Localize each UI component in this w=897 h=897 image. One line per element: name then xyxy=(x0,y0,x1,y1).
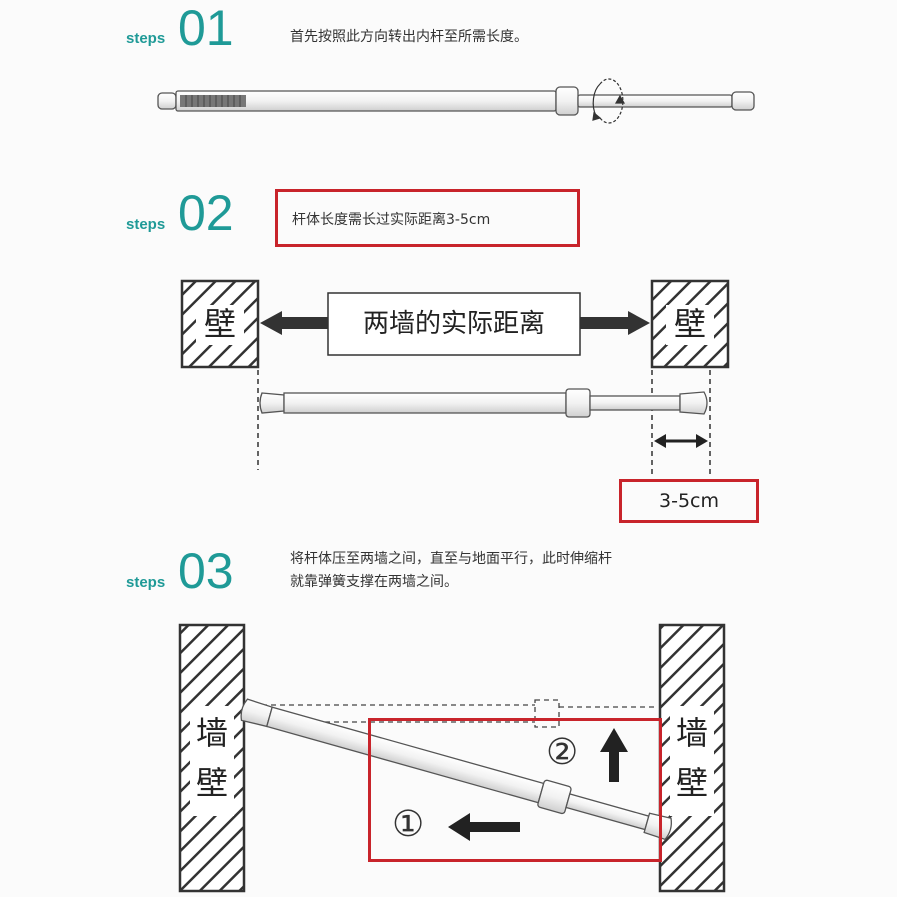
step1-instruction: 首先按照此方向转出内杆至所需长度。 xyxy=(290,29,528,45)
distance-label-box xyxy=(327,292,581,356)
step2-rod xyxy=(259,388,708,418)
right-wall-char-1: 墙 xyxy=(675,714,708,752)
step2-note-box: 杆体长度需长过实际距离3-5cm xyxy=(275,189,580,247)
step2-label: steps xyxy=(126,216,166,233)
step-marker-1: ① xyxy=(392,804,425,845)
step2-note: 杆体长度需长过实际距离3-5cm xyxy=(292,212,491,228)
left-tall-wall-label: 墙 壁 xyxy=(190,708,234,808)
left-wall-label: 壁 xyxy=(203,305,236,343)
left-wall-char-2: 壁 xyxy=(195,764,228,802)
step-marker-2: ② xyxy=(546,732,579,773)
guide-lines xyxy=(257,370,711,475)
step3-highlight-box xyxy=(368,718,662,862)
extra-length-label: 3-5cm xyxy=(659,490,719,512)
distance-label: 两墙的实际距离 xyxy=(362,309,545,339)
step3-label: steps xyxy=(126,574,166,591)
step3-instruction-line1: 将杆体压至两墙之间，直至与地面平行，此时伸缩杆 xyxy=(290,551,612,567)
distance-arrows xyxy=(260,311,650,335)
rotate-arrow-icon xyxy=(592,78,626,124)
extra-length-arrow xyxy=(654,434,708,448)
step1-number: 01 xyxy=(178,0,234,56)
step2-number: 02 xyxy=(178,185,234,241)
step3-number: 03 xyxy=(178,543,234,599)
step1-rod xyxy=(157,78,755,124)
step3-instruction-line2: 就靠弹簧支撑在两墙之间。 xyxy=(290,574,458,590)
step1-label: steps xyxy=(126,30,166,47)
extra-length-box: 3-5cm xyxy=(619,479,759,523)
spring-coil xyxy=(180,95,246,107)
push-up-arrow-icon xyxy=(600,728,628,782)
right-wall-char-2: 壁 xyxy=(675,764,708,802)
push-left-arrow-icon xyxy=(448,813,520,841)
step3-walls xyxy=(178,623,726,893)
right-tall-wall-label: 墙 壁 xyxy=(670,708,714,808)
step2-walls xyxy=(180,279,730,369)
step3-instruction: 将杆体压至两墙之间，直至与地面平行，此时伸缩杆 就靠弹簧支撑在两墙之间。 xyxy=(290,548,750,594)
tilted-rod xyxy=(240,698,672,841)
right-wall-label: 壁 xyxy=(673,305,706,343)
left-wall-char-1: 墙 xyxy=(195,714,228,752)
